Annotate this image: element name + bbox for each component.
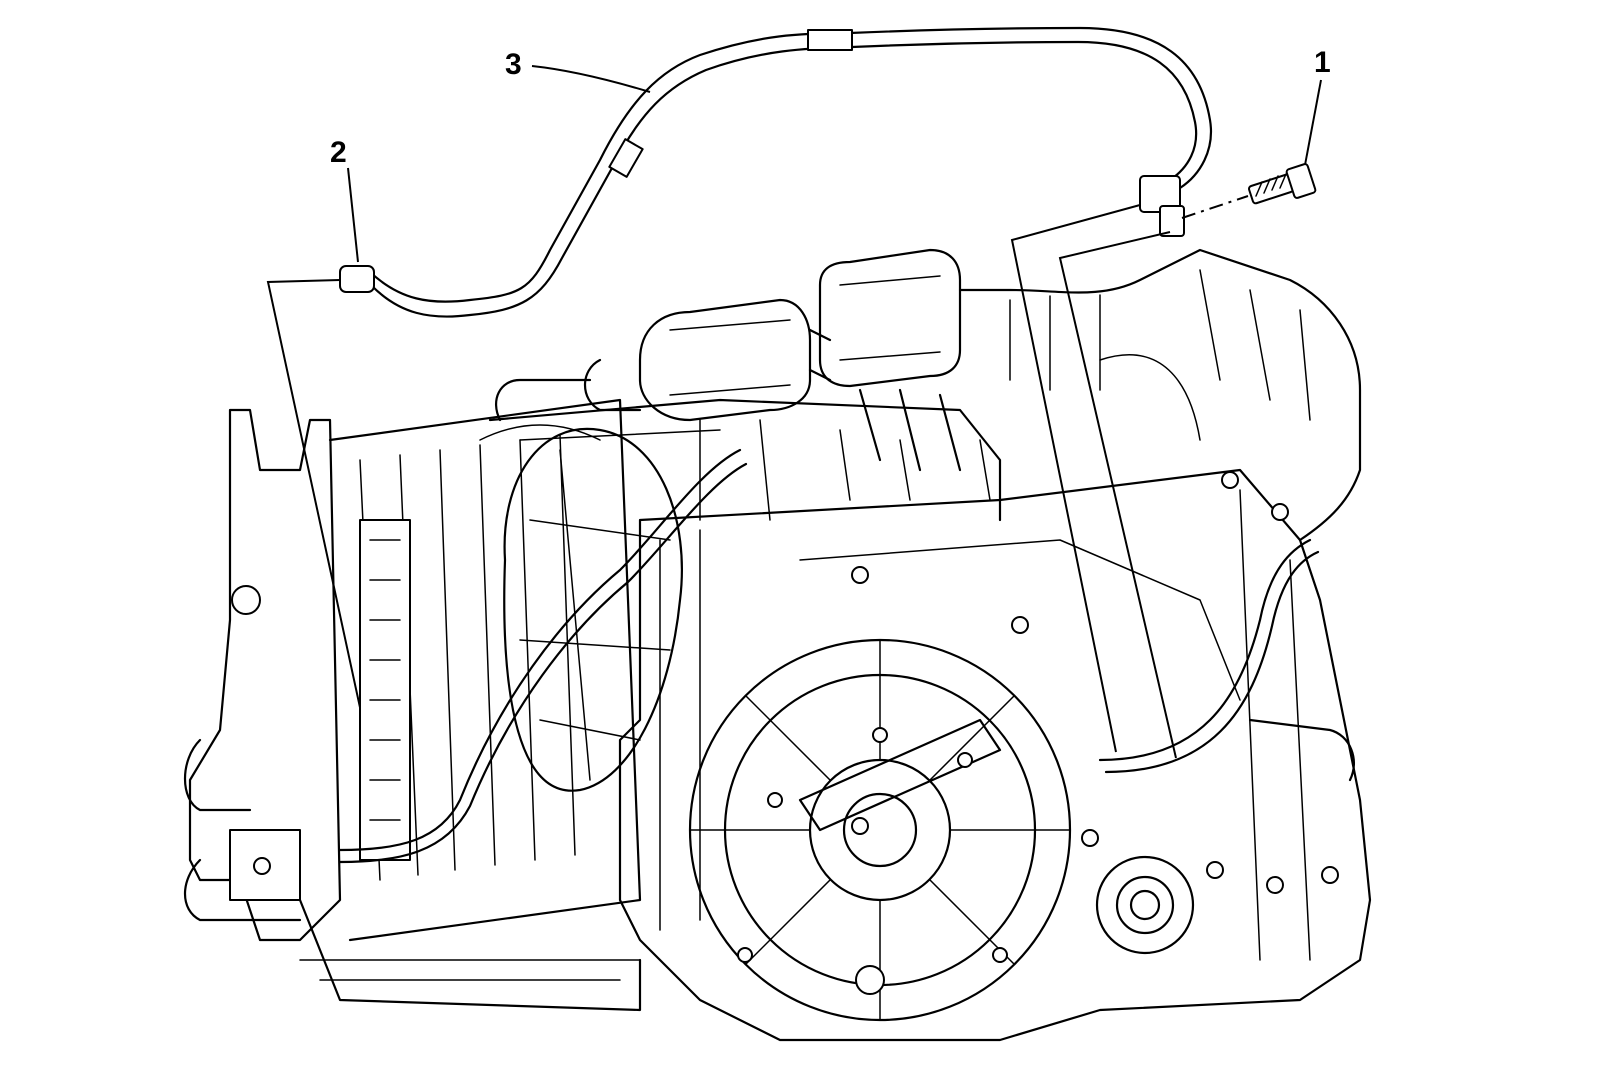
alignment-bracket-left [266,279,381,801]
torque-converter-housing [688,638,1072,1022]
hoses-and-wiring [338,354,1355,864]
engine-block [618,468,1372,1042]
bolt [1248,163,1317,205]
callout-1: 1 [1304,46,1331,166]
callout-2: 2 [330,136,359,263]
axle-output [1081,829,1339,955]
callout-3: 3 [505,48,651,93]
engine-upper-components [488,248,1362,542]
cooler-pipe-assembly [339,26,1213,318]
callout-3-label: 3 [505,48,522,81]
cooling-fan [503,427,683,792]
callout-1-label: 1 [1314,46,1331,79]
callout-2-label: 2 [330,136,347,169]
alignment-bracket-right [1010,204,1177,759]
alignment-line-bolt [1181,195,1249,219]
radiator-assembly [183,398,642,1012]
